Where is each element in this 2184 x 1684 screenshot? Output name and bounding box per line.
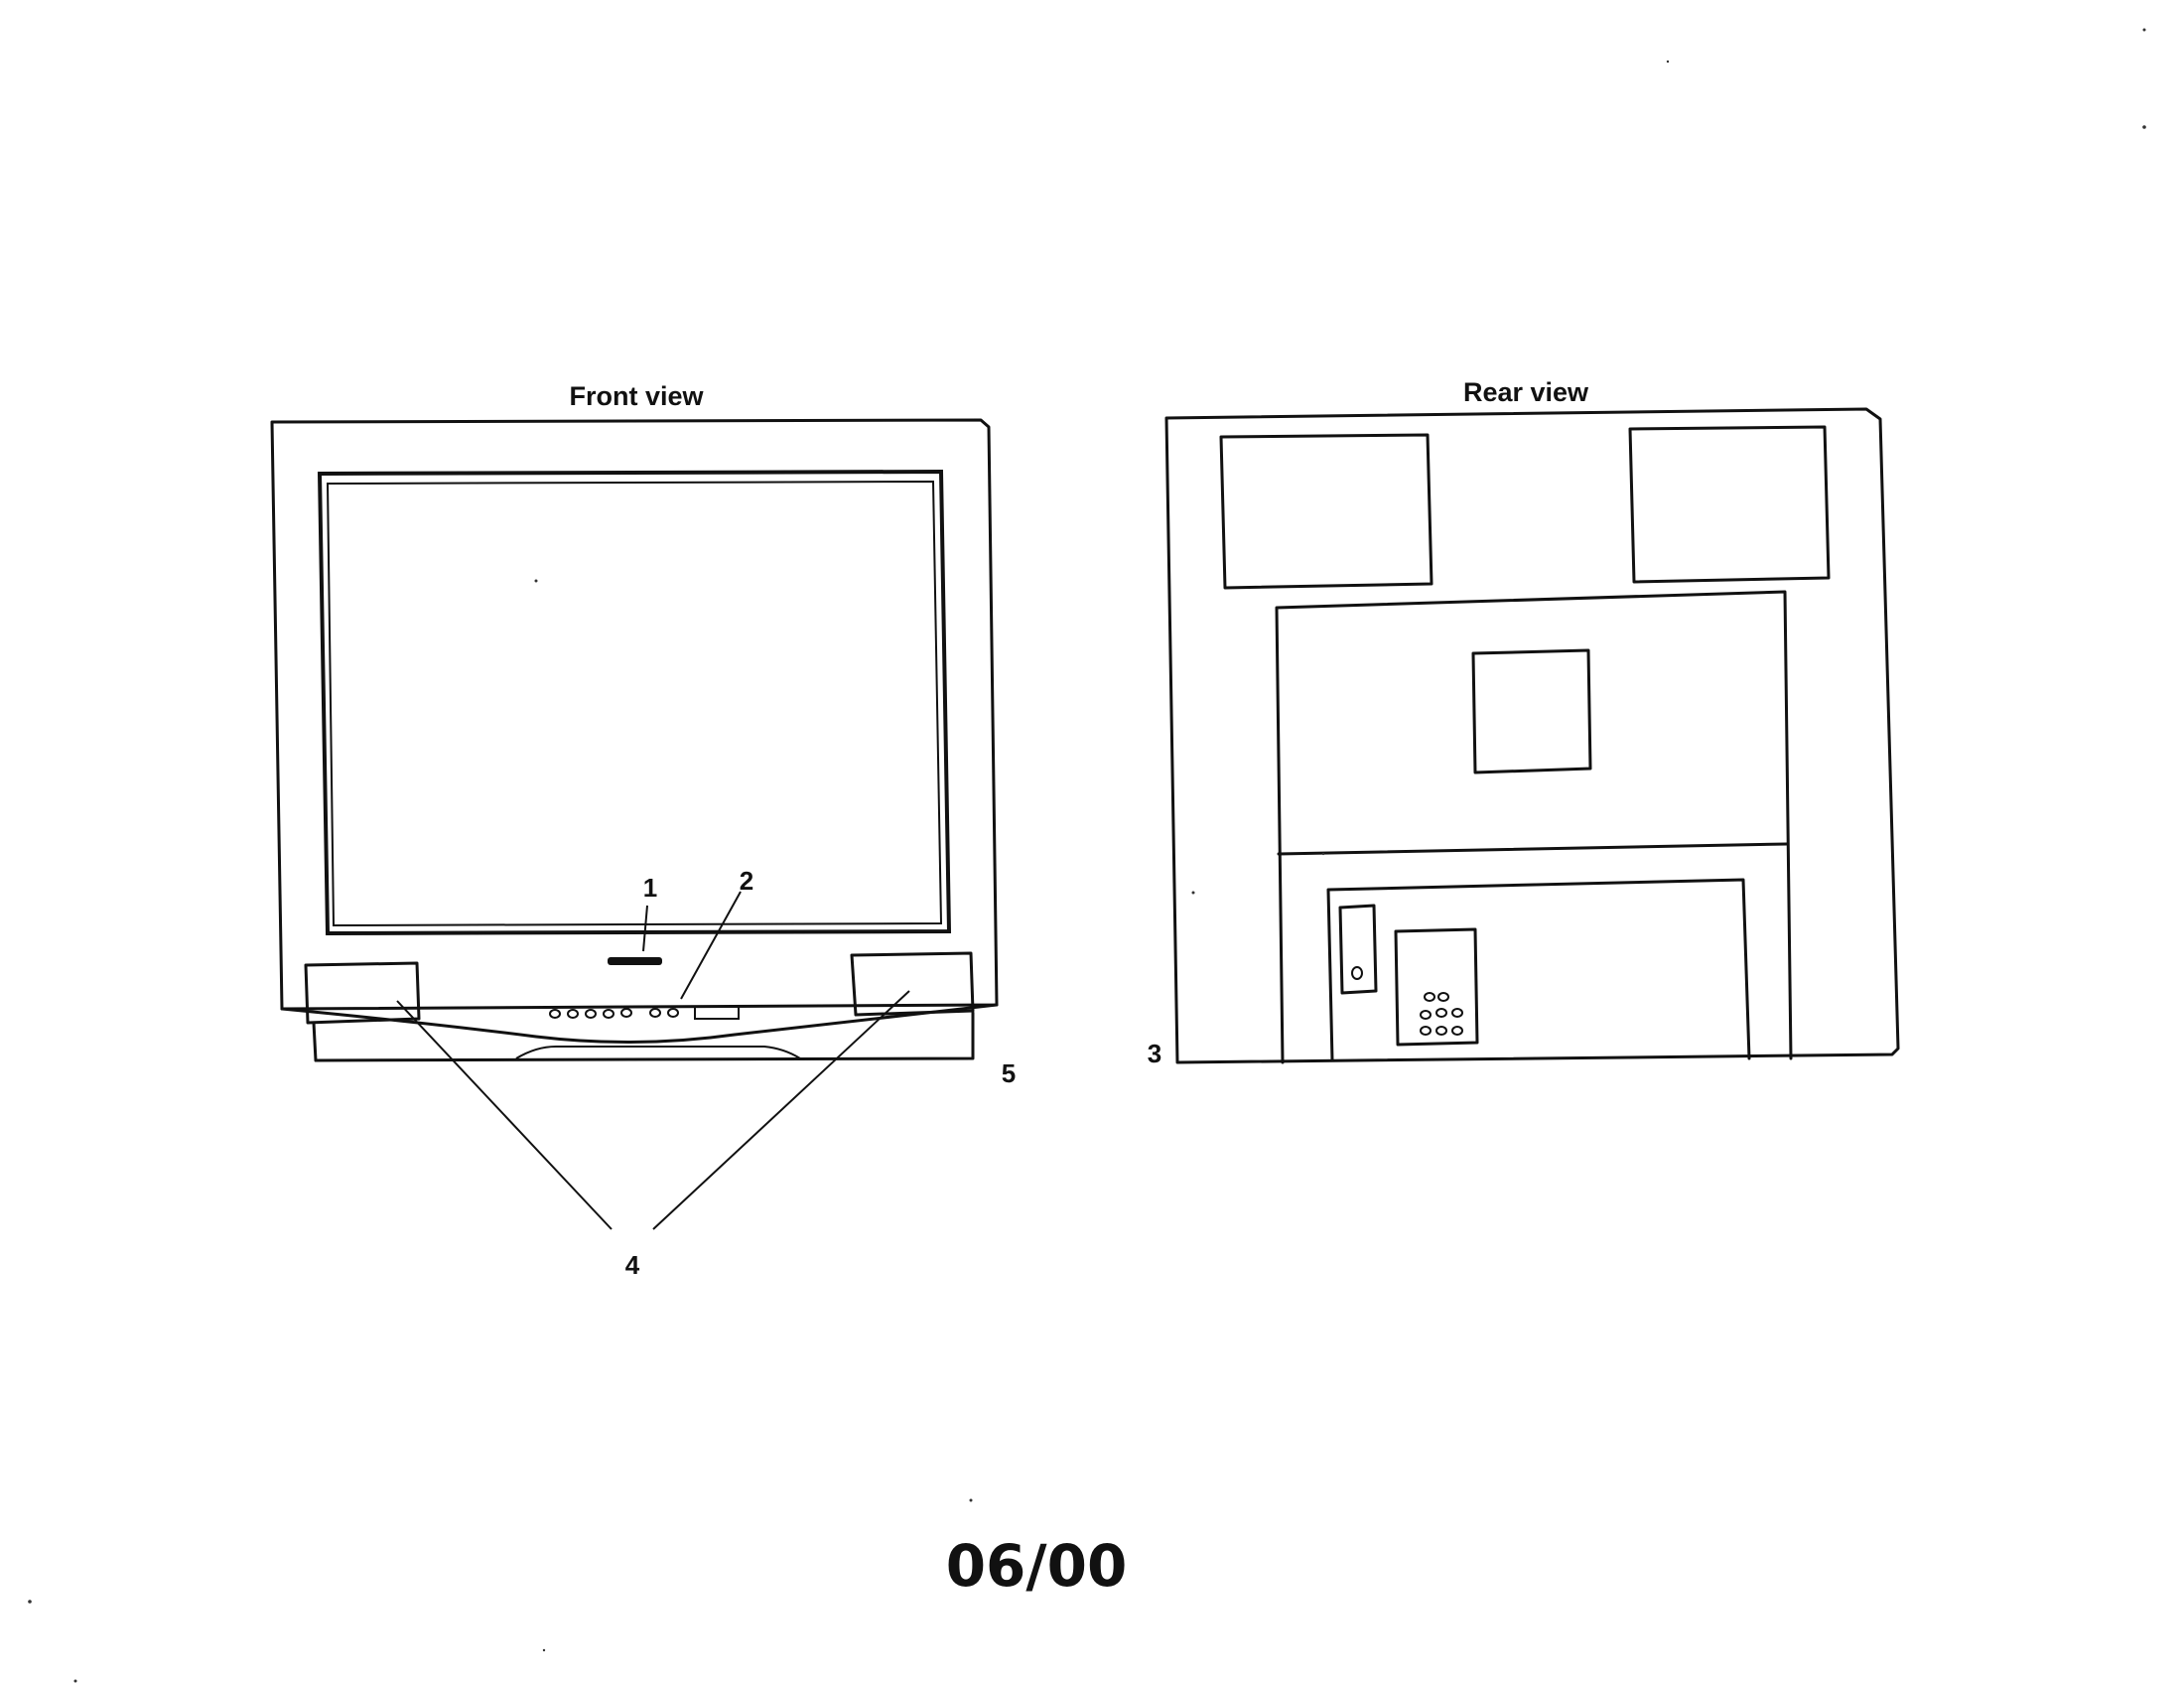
- front-control-buttons: [549, 1006, 740, 1020]
- rear-view-title: Rear view: [1463, 377, 1589, 407]
- rear-vent-right: [1628, 425, 1831, 584]
- rear-view: Rear view 3: [1148, 377, 1900, 1068]
- av-jack: [1437, 992, 1449, 1002]
- power-socket: [1338, 904, 1378, 995]
- screen-bezel: [317, 469, 952, 936]
- front-cabinet-outline: [270, 418, 999, 1011]
- callout-1-leader: [642, 905, 648, 952]
- av-jack: [1435, 1026, 1447, 1036]
- rear-divider: [1277, 842, 1789, 856]
- right-speaker-grille: [850, 951, 975, 1017]
- front-view: Front view 1: [270, 381, 1016, 1280]
- control-button: [567, 1009, 579, 1019]
- av-jacks: [1420, 992, 1463, 1036]
- av-jack: [1451, 1026, 1463, 1036]
- av-jack: [1451, 1008, 1463, 1018]
- av-jack-panel: [1394, 927, 1479, 1047]
- power-indicator: [608, 957, 662, 965]
- callout-4-leader-right: [652, 990, 910, 1230]
- control-button: [549, 1009, 561, 1019]
- av-jack: [1420, 1026, 1432, 1036]
- callout-3: 3: [1148, 1039, 1161, 1068]
- av-jack: [1420, 1010, 1432, 1020]
- callout-4-leader-left: [396, 1000, 613, 1230]
- callout-4: 4: [625, 1250, 640, 1280]
- callout-2-leader: [680, 891, 742, 1000]
- screen-inner: [326, 480, 943, 927]
- callout-5: 5: [1002, 1058, 1016, 1088]
- rear-housing: [1275, 590, 1793, 1064]
- av-jack: [1435, 1008, 1447, 1018]
- power-socket-hole: [1351, 966, 1363, 980]
- av-jack: [1424, 992, 1435, 1002]
- cabinet-base: [312, 1011, 975, 1062]
- control-button: [620, 1008, 632, 1018]
- control-button: [649, 1008, 661, 1018]
- callout-2: 2: [740, 866, 753, 896]
- control-button: [585, 1009, 597, 1019]
- front-view-title: Front view: [569, 381, 704, 411]
- front-lip: [280, 1003, 999, 1045]
- connector-panel: [1326, 878, 1751, 1062]
- control-button: [603, 1009, 614, 1019]
- callout-1: 1: [643, 873, 657, 903]
- left-speaker-grille: [304, 961, 421, 1025]
- date-code: 06/00: [946, 1532, 1128, 1600]
- control-button: [667, 1008, 679, 1018]
- rear-vent-left: [1219, 433, 1433, 590]
- base-recess: [515, 1046, 801, 1059]
- rear-label-plate: [1471, 648, 1592, 774]
- scan-specks: [28, 28, 2146, 1683]
- rear-cabinet-outline: [1164, 407, 1900, 1064]
- control-panel-slot: [694, 1006, 740, 1020]
